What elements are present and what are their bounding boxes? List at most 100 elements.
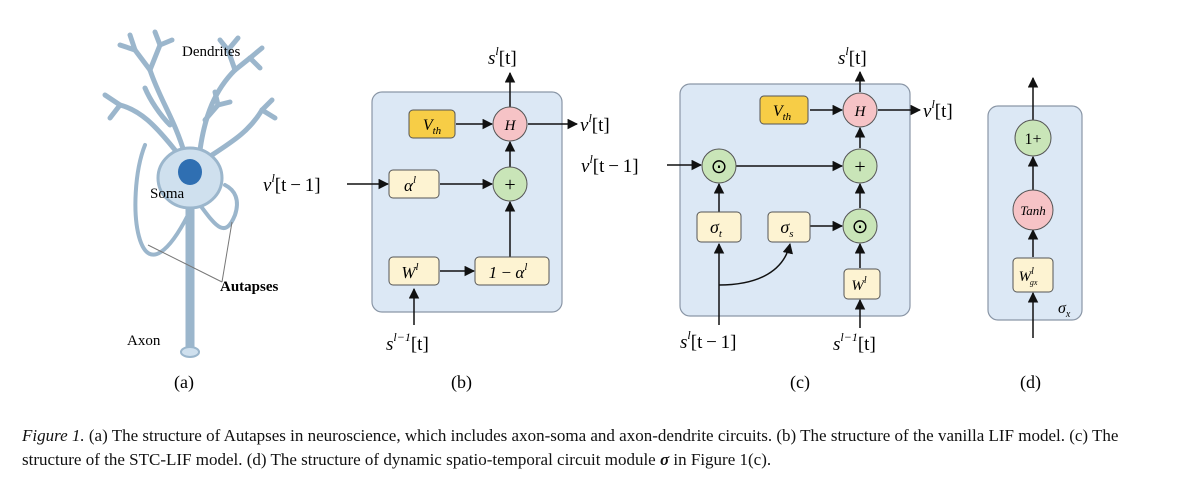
d-sigma-symbol: σ bbox=[1058, 300, 1067, 317]
panel-c-box bbox=[679, 83, 911, 317]
weight-symbol: W bbox=[401, 263, 417, 282]
tanh-symbol: Tanh bbox=[1020, 203, 1046, 218]
c-in-v-sup: l bbox=[589, 152, 593, 166]
nucleus bbox=[178, 159, 202, 185]
c-out-v-idx: [t] bbox=[935, 101, 953, 122]
c-in-s2-sup: l−1 bbox=[840, 330, 857, 344]
heaviside-symbol: H bbox=[504, 118, 517, 134]
sigma-t-subscript: t bbox=[719, 228, 723, 240]
c-out-s-idx: [t] bbox=[849, 48, 867, 69]
vth-symbol: V bbox=[423, 117, 435, 134]
spatial-gate-node bbox=[842, 208, 878, 244]
caption-label: Figure 1. bbox=[22, 426, 85, 445]
label-soma: Soma bbox=[150, 186, 185, 202]
c-weight-superscript: l bbox=[864, 275, 867, 286]
svg-text:vl[t − 1]: vl[t − 1] bbox=[263, 171, 321, 196]
caption-tail: in Figure 1(c). bbox=[669, 450, 772, 469]
sum-symbol: + bbox=[504, 174, 515, 196]
panel-a-tag: (a) bbox=[174, 372, 194, 393]
d-weight-box bbox=[1012, 257, 1054, 293]
c-weight-box bbox=[843, 268, 881, 300]
panel-b-lif: Vth H αl + Wl 1 − αl sl[t] vl[t] vl[t − … bbox=[263, 44, 610, 393]
c-in-s2-base: s bbox=[833, 334, 840, 355]
one-minus-alpha-superscript: l bbox=[524, 261, 527, 273]
d-weight-symbol: W bbox=[1019, 269, 1033, 285]
c-out-v-base: v bbox=[923, 101, 932, 122]
vth-subscript: th bbox=[433, 125, 442, 137]
in-s-idx: [t] bbox=[411, 334, 429, 355]
c-in-v-idx: [t − 1] bbox=[593, 156, 639, 177]
svg-text:sl[t]: sl[t] bbox=[838, 44, 867, 69]
c-heaviside-symbol: H bbox=[854, 104, 867, 120]
d-weight-superscript: l bbox=[1031, 266, 1034, 277]
autapse-pointer-1 bbox=[147, 244, 223, 283]
c-in-s-idx: [t − 1] bbox=[691, 332, 737, 353]
label-axon: Axon bbox=[127, 333, 161, 349]
one-plus-node bbox=[1014, 119, 1052, 157]
vth-box bbox=[408, 109, 456, 139]
out-s-sup: l bbox=[495, 44, 499, 58]
in-s-base: s bbox=[386, 334, 393, 355]
caption-text: (a) The structure of Autapses in neurosc… bbox=[22, 426, 1119, 469]
svg-text:Vth: Vth bbox=[423, 117, 442, 137]
c-vth-box bbox=[759, 95, 809, 125]
label-dendrites: Dendrites bbox=[182, 44, 240, 60]
out-s-idx: [t] bbox=[499, 48, 517, 69]
panel-d-tag: (d) bbox=[1020, 372, 1041, 393]
c-out-s-base: s bbox=[838, 48, 845, 69]
c-vth-subscript: th bbox=[783, 111, 792, 123]
c-in-s-sup: l bbox=[687, 328, 691, 342]
in-v-sup: l bbox=[271, 171, 275, 185]
out-s-base: s bbox=[488, 48, 495, 69]
c-heaviside-node bbox=[842, 92, 878, 128]
in-v-idx: [t − 1] bbox=[275, 175, 321, 196]
weight-box bbox=[388, 256, 440, 286]
temporal-gate-symbol: ⊙ bbox=[711, 156, 728, 178]
spatial-gate-symbol: ⊙ bbox=[852, 216, 869, 238]
one-minus-alpha-box bbox=[474, 256, 550, 286]
one-plus-symbol: 1+ bbox=[1024, 131, 1041, 148]
svg-text:σx: σx bbox=[1058, 300, 1071, 320]
svg-text:sl−1[t]: sl−1[t] bbox=[833, 330, 876, 355]
svg-text:σt: σt bbox=[710, 217, 723, 240]
alpha-superscript: l bbox=[413, 174, 416, 186]
svg-text:1 − αl: 1 − αl bbox=[489, 261, 528, 282]
svg-text:αl: αl bbox=[404, 174, 416, 195]
in-s-sup: l−1 bbox=[393, 330, 410, 344]
c-weight-symbol: W bbox=[851, 278, 865, 294]
sigma-s-box bbox=[767, 211, 811, 243]
sigma-s-symbol: σ bbox=[780, 217, 790, 237]
c-out-s-sup: l bbox=[845, 44, 849, 58]
c-in-s-base: s bbox=[680, 332, 687, 353]
in-v-base: v bbox=[263, 175, 272, 196]
weight-superscript: l bbox=[416, 261, 419, 273]
svg-text:sl[t − 1]: sl[t − 1] bbox=[680, 328, 737, 353]
out-v-idx: [t] bbox=[592, 115, 610, 136]
caption-sigma: σ bbox=[659, 450, 670, 469]
autapse-pointer-2 bbox=[221, 221, 233, 283]
axon-terminal bbox=[180, 346, 200, 358]
svg-text:vl[t]: vl[t] bbox=[580, 111, 610, 136]
c-in-v-base: v bbox=[581, 156, 590, 177]
svg-text:Wl: Wl bbox=[851, 275, 867, 294]
svg-text:vl[t]: vl[t] bbox=[923, 97, 953, 122]
d-weight-subscript: gx bbox=[1030, 278, 1038, 287]
c-in-s2-idx: [t] bbox=[858, 334, 876, 355]
c-vth-symbol: V bbox=[773, 103, 785, 120]
c-sum-symbol: + bbox=[854, 156, 865, 178]
c-sum-node bbox=[842, 148, 878, 184]
tanh-node bbox=[1012, 189, 1054, 231]
heaviside-node bbox=[492, 106, 528, 142]
sigma-t-box bbox=[696, 211, 742, 243]
c-out-v-sup: l bbox=[931, 97, 935, 111]
panel-b-tag: (b) bbox=[451, 372, 472, 393]
out-v-sup: l bbox=[588, 111, 592, 125]
panel-c-stc-lif: Vth H ⊙ + σt σs ⊙ Wl sl[t] vl[t] vl[t − … bbox=[581, 44, 953, 393]
alpha-symbol: α bbox=[404, 176, 414, 195]
neuron-illustration bbox=[102, 29, 278, 355]
svg-text:sl−1[t]: sl−1[t] bbox=[386, 330, 429, 355]
sum-node bbox=[492, 166, 528, 202]
alpha-box bbox=[388, 169, 440, 199]
